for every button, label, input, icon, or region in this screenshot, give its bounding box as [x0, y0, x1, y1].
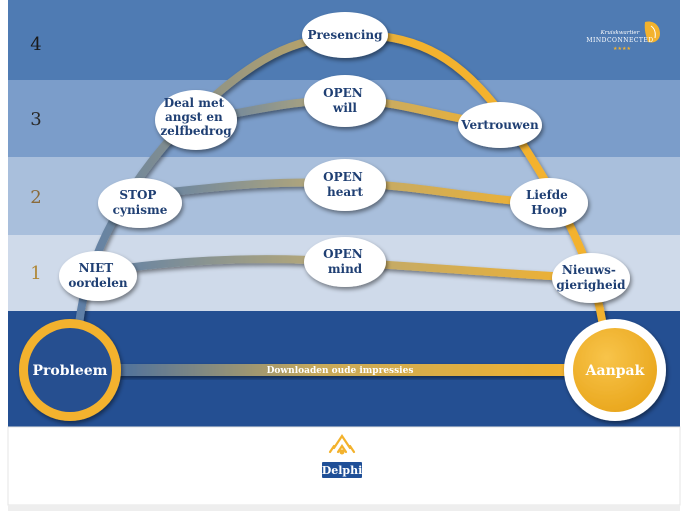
node-niet-oordelen[interactable]	[59, 251, 137, 301]
label-open-will: OPEN will	[323, 86, 367, 115]
node-presencing[interactable]	[302, 12, 388, 58]
level-number-4: 4	[30, 34, 41, 55]
label-open-heart: OPEN heart	[323, 170, 367, 199]
node-deal-met-angst[interactable]	[155, 90, 237, 150]
logo-leaf-icon	[644, 21, 660, 43]
node-open-mind[interactable]	[304, 237, 386, 287]
node-open-heart[interactable]	[304, 159, 386, 211]
mindconnected-logo: Kruiskwartier MINDCONNECTED ★★★★	[586, 21, 660, 52]
delphi-name: Delphi	[322, 464, 363, 477]
delphi-logo: Delphi	[322, 434, 363, 478]
label-deal-met-angst: Deal met angst en zelfbedrog	[160, 96, 232, 138]
node-liefde-hoop[interactable]	[510, 178, 588, 228]
footer-shadow	[8, 505, 680, 511]
download-bar-label: Downloaden oude impressies	[267, 366, 414, 376]
aanpak-label: Aanpak	[585, 363, 645, 379]
node-open-will[interactable]	[304, 75, 386, 127]
probleem-node[interactable]	[19, 319, 121, 421]
label-nieuwsgierigheid: Nieuws- gierigheid	[556, 263, 626, 292]
download-bar	[110, 364, 590, 376]
label-stop-cynisme: STOP cynisme	[113, 188, 168, 217]
level-number-3: 3	[30, 109, 41, 130]
delphi-figure-icon	[328, 434, 356, 454]
aanpak-node[interactable]	[564, 319, 666, 421]
node-stop-cynisme[interactable]	[98, 178, 182, 228]
node-nieuwsgierigheid[interactable]	[552, 253, 630, 303]
label-open-mind: OPEN mind	[323, 247, 367, 276]
label-liefde-hoop: Liefde Hoop	[526, 188, 572, 217]
level-number-1: 1	[30, 263, 41, 284]
logo-top-line2: MINDCONNECTED	[586, 37, 653, 44]
logo-top-line1: Kruiskwartier	[600, 30, 640, 36]
label-vertrouwen: Vertrouwen	[460, 118, 539, 132]
probleem-label: Probleem	[33, 363, 108, 379]
logo-top-stars: ★★★★	[613, 46, 631, 52]
level-number-2: 2	[30, 187, 41, 208]
label-presencing: Presencing	[307, 28, 383, 42]
label-niet-oordelen: NIET oordelen	[68, 261, 128, 290]
node-vertrouwen[interactable]	[458, 102, 542, 148]
